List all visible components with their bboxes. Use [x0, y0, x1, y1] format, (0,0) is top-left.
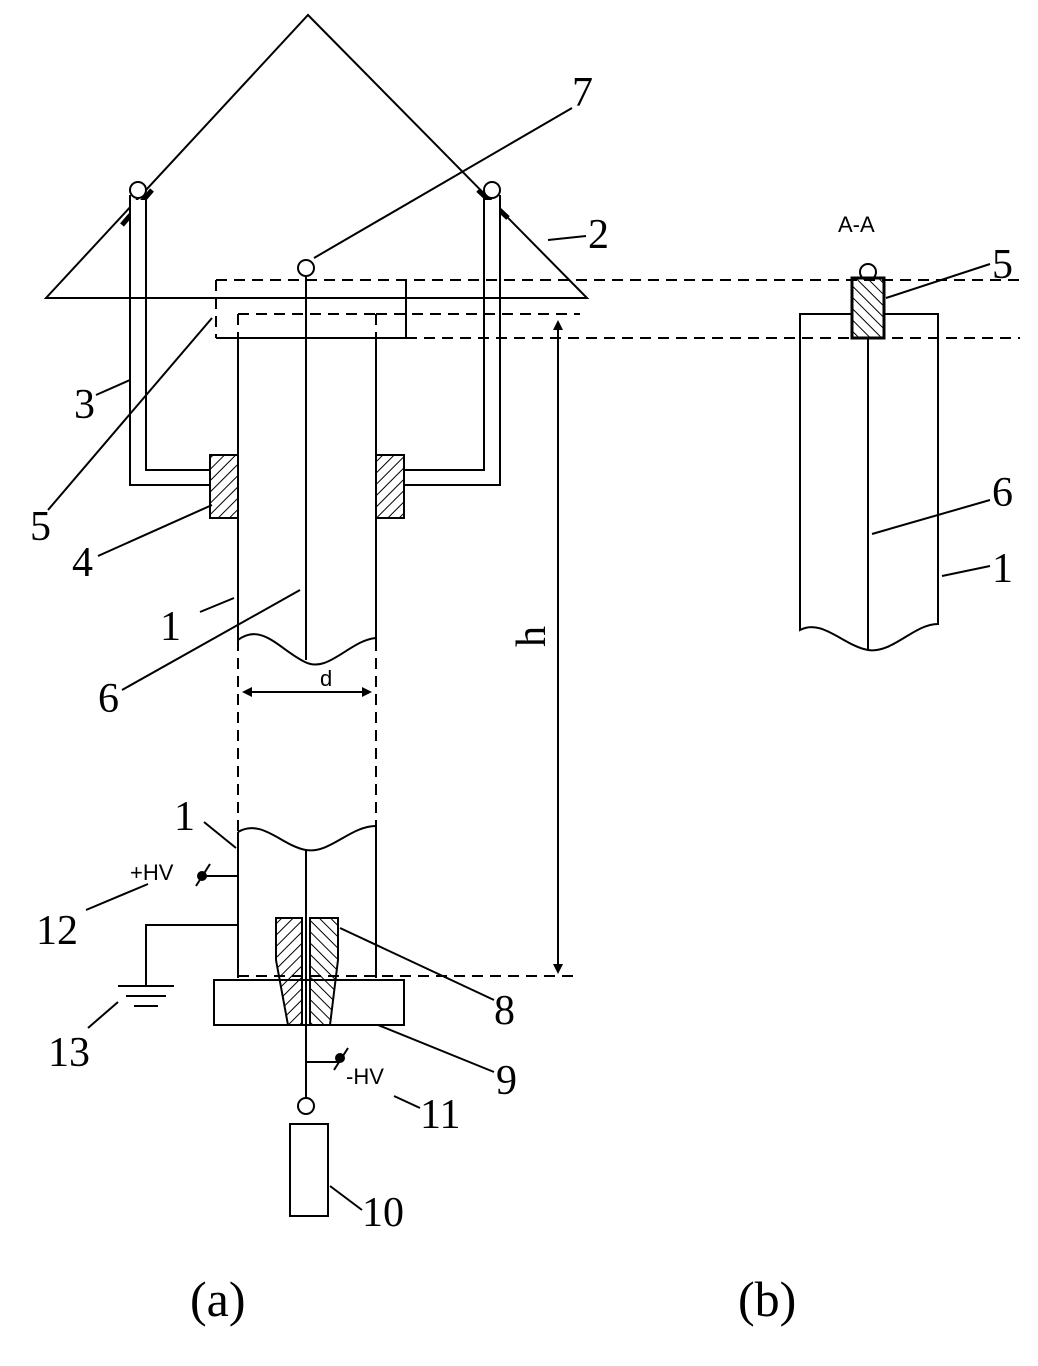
callout-b-1: 1	[992, 546, 1013, 592]
callout-5: 5	[30, 504, 51, 550]
callout-12: 12	[36, 908, 78, 954]
section-label: A-A	[838, 212, 875, 237]
bottom-insulator	[275, 917, 339, 1026]
callout-7: 7	[572, 70, 593, 116]
section-holder	[850, 276, 886, 340]
ground-symbol	[118, 924, 238, 1007]
callout-1-upper: 1	[160, 604, 181, 650]
cylinder-lower-break	[237, 825, 377, 852]
top-holder	[215, 279, 1020, 339]
callout-4: 4	[72, 540, 93, 586]
callout-b-5: 5	[992, 242, 1013, 288]
rod-hidden-segments	[129, 200, 501, 296]
caption-a: (a)	[190, 1271, 246, 1327]
callout-2: 2	[588, 212, 609, 258]
roof-cover	[43, 13, 590, 299]
caption-b: (b)	[738, 1271, 796, 1327]
base-plate	[213, 979, 405, 1026]
plus-hv-label: +HV	[130, 860, 174, 885]
clamp-right	[375, 454, 405, 519]
callout-13: 13	[48, 1030, 90, 1076]
clamp-left	[209, 454, 239, 519]
tension-weight	[289, 1123, 329, 1217]
callout-8: 8	[494, 988, 515, 1034]
weight-hook	[297, 1097, 315, 1115]
diameter-label: d	[320, 666, 332, 691]
wire-top-terminal	[297, 259, 315, 277]
callout-3: 3	[74, 382, 95, 428]
callout-10: 10	[362, 1190, 404, 1236]
minus-hv-label: -HV	[346, 1064, 384, 1089]
callout-6: 6	[98, 676, 119, 722]
height-label: h	[509, 626, 555, 647]
cylinder-upper-break	[237, 633, 377, 666]
leader-lines	[47, 107, 587, 1211]
callout-1-lower: 1	[174, 794, 195, 840]
figure-a: d h +HV -HV	[30, 13, 1020, 1327]
callout-b-6: 6	[992, 470, 1013, 516]
figure-b: A-A 5 6 1 (b)	[738, 212, 1013, 1327]
leader-lines-b	[871, 263, 991, 577]
callout-11: 11	[420, 1092, 460, 1138]
support-rods	[120, 181, 510, 486]
callout-9: 9	[496, 1058, 517, 1104]
